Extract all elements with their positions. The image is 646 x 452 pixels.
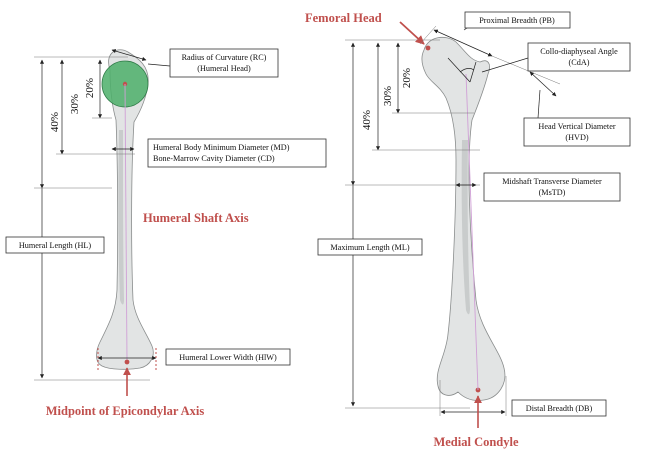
femur-figure: 40% 30% 20% Femoral Head Proximal Breadt… <box>305 11 630 449</box>
epicondylar-label: Midpoint of Epicondylar Axis <box>46 404 205 418</box>
medial-condyle-label: Medial Condyle <box>433 435 519 449</box>
humerus-pct-30: 30% <box>69 94 81 114</box>
hlw-label: Humeral Lower Width (HlW) <box>179 353 277 362</box>
ml-label: Maximum Length (ML) <box>330 243 409 252</box>
femoral-head-center <box>426 46 431 51</box>
humerus-pct-20: 20% <box>84 78 96 98</box>
md-label: Humeral Body Minimum Diameter (MD) <box>153 143 290 152</box>
pb-label: Proximal Breadth (PB) <box>479 16 555 25</box>
hvd-label-1: Head Vertical Diameter <box>538 122 615 131</box>
cda-label-2: (CdA) <box>569 58 590 67</box>
cda-label-1: Collo-diaphyseal Angle <box>540 47 618 56</box>
shaft-axis-label: Humeral Shaft Axis <box>143 211 249 225</box>
hvd-label-2: (HVD) <box>565 133 588 142</box>
rc-label-2: (Humeral Head) <box>197 64 251 73</box>
epicondylar-midpoint <box>125 360 130 365</box>
humerus-pct-40: 40% <box>49 112 61 132</box>
db-label: Distal Breadth (DB) <box>526 404 593 413</box>
femoral-head-label: Femoral Head <box>305 11 382 25</box>
femur-pct-40: 40% <box>361 110 373 130</box>
mstd-label-2: (MsTD) <box>539 188 566 197</box>
humerus-figure: 40% 30% 20% Radius of Curvature (RC) (Hu… <box>6 49 326 418</box>
hvd-leader <box>538 90 540 118</box>
femur-pct-30: 30% <box>382 86 394 106</box>
hl-label: Humeral Length (HL) <box>19 241 92 250</box>
rc-leader <box>148 64 170 66</box>
hvd-arrow <box>530 72 556 96</box>
rc-label-1: Radius of Curvature (RC) <box>182 53 267 62</box>
mstd-label-1: Midshaft Transverse Diameter <box>502 177 602 186</box>
cd-label: Bone-Marrow Cavity Diameter (CD) <box>153 154 275 163</box>
femoral-head-pointer <box>400 22 424 44</box>
femur-pct-20: 20% <box>401 68 413 88</box>
